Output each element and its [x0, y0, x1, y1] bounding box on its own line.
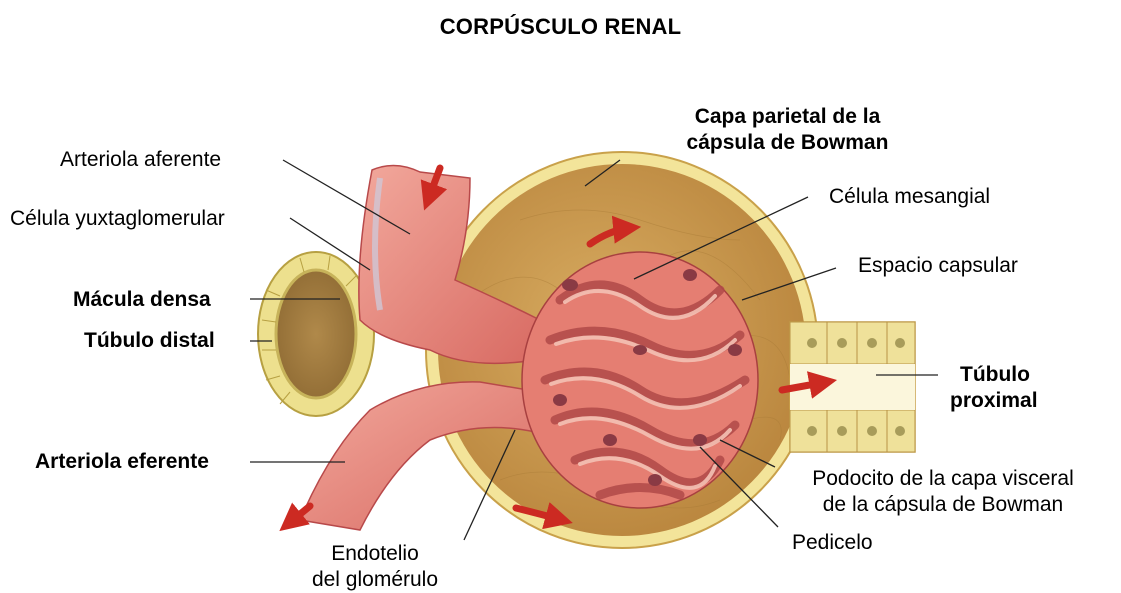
label-celula-yuxtaglomerular: Célula yuxtaglomerular — [10, 206, 225, 232]
label-tubulo-distal: Túbulo distal — [84, 328, 215, 354]
label-arteriola-eferente: Arteriola eferente — [35, 449, 209, 475]
distal-tubule — [258, 252, 374, 416]
label-endotelio-line1: Endotelio — [290, 541, 460, 567]
label-tubulo-proximal-line1: Túbulo — [950, 362, 1038, 388]
label-capa-parietal-line2: cápsula de Bowman — [660, 130, 915, 156]
label-capa-parietal: Capa parietal de la cápsula de Bowman — [660, 104, 915, 156]
label-tubulo-proximal-line2: proximal — [950, 388, 1038, 414]
label-pedicelo: Pedicelo — [792, 530, 873, 556]
label-capa-parietal-line1: Capa parietal de la — [660, 104, 915, 130]
label-celula-mesangial: Célula mesangial — [829, 184, 990, 210]
label-podocito-line1: Podocito de la capa visceral — [783, 466, 1103, 492]
label-macula-densa: Mácula densa — [73, 287, 211, 313]
label-podocito-line2: de la cápsula de Bowman — [783, 492, 1103, 518]
label-tubulo-proximal: Túbulo proximal — [950, 362, 1038, 414]
label-espacio-capsular: Espacio capsular — [858, 253, 1018, 279]
label-podocito: Podocito de la capa visceral de la cápsu… — [783, 466, 1103, 518]
label-arteriola-aferente: Arteriola aferente — [60, 147, 221, 173]
label-endotelio: Endotelio del glomérulo — [290, 541, 460, 593]
label-endotelio-line2: del glomérulo — [290, 567, 460, 593]
